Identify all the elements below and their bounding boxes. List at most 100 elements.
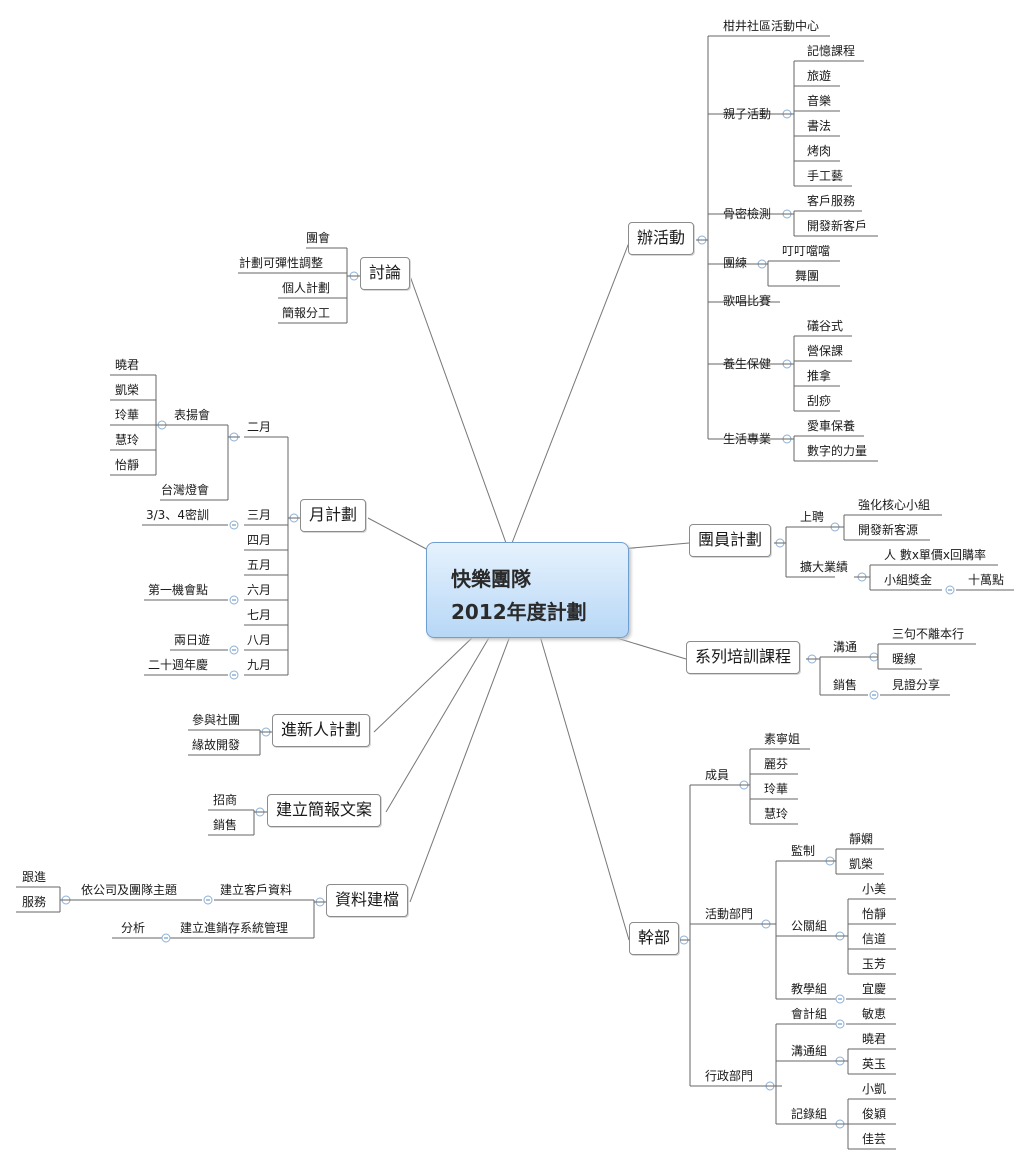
admin-accounting[interactable]: 會計組 [791, 1007, 828, 1021]
expand-bonus[interactable]: 小組獎金 [884, 573, 933, 587]
discussion-item[interactable]: 個人計劃 [282, 281, 331, 295]
cadre-member-item[interactable]: 素寧姐 [764, 732, 801, 746]
admin-records[interactable]: 記錄組 [791, 1107, 828, 1121]
training-communication[interactable]: 溝通 [833, 640, 858, 654]
activity-singing[interactable]: 歌唱比賽 [723, 294, 772, 308]
presentation-item[interactable]: 招商 [213, 793, 238, 807]
award-person[interactable]: 玲華 [115, 408, 140, 422]
award-person[interactable]: 曉君 [115, 358, 140, 372]
topic-cadre[interactable]: 幹部 [629, 922, 680, 955]
discussion-item[interactable]: 團會 [306, 231, 331, 245]
month-jun[interactable]: 六月 [247, 583, 272, 597]
life-item[interactable]: 愛車保養 [807, 419, 856, 433]
cadre-members[interactable]: 成員 [705, 768, 730, 782]
theme-item[interactable]: 服務 [22, 895, 47, 909]
activity-life[interactable]: 生活專業 [723, 432, 772, 446]
activity-group-dance[interactable]: 團練 [723, 256, 748, 270]
communication-item[interactable]: 三句不離本行 [892, 627, 965, 641]
bone-test-item[interactable]: 客戶服務 [807, 194, 856, 208]
month-apr[interactable]: 四月 [247, 533, 272, 547]
sep-item[interactable]: 二十週年慶 [148, 658, 209, 672]
topic-monthly[interactable]: 月計劃 [300, 499, 367, 532]
member-expand[interactable]: 擴大業績 [800, 560, 849, 574]
topic-records[interactable]: 資料建檔 [326, 884, 409, 917]
communication-item[interactable]: 暖線 [892, 652, 917, 666]
sales-item[interactable]: 見證分享 [892, 678, 941, 692]
group-dance-item[interactable]: 舞團 [795, 269, 820, 283]
activity-parent-child[interactable]: 親子活動 [723, 107, 772, 121]
promotion-item[interactable]: 強化核心小組 [858, 498, 931, 512]
theme-item[interactable]: 跟進 [22, 870, 47, 884]
inventory-item[interactable]: 分析 [121, 921, 146, 935]
accounting-item[interactable]: 敏恵 [862, 1007, 887, 1021]
cadre-member-item[interactable]: 玲華 [764, 782, 789, 796]
award-person[interactable]: 凱榮 [115, 383, 140, 397]
supervision-item[interactable]: 靜嫻 [849, 832, 874, 846]
customer-theme[interactable]: 依公司及團隊主題 [81, 883, 178, 897]
mar-item[interactable]: 3/3、4密訓 [146, 508, 209, 522]
bonus-amount[interactable]: 十萬點 [968, 573, 1005, 587]
admin-communication-item[interactable]: 英玉 [862, 1057, 887, 1071]
records-item[interactable]: 佳芸 [862, 1132, 887, 1146]
jun-item[interactable]: 第一機會點 [148, 583, 209, 597]
activity-place[interactable]: 柑井社區活動中心 [723, 19, 820, 33]
topic-newcomer[interactable]: 進新人計劃 [272, 714, 371, 747]
pr-item[interactable]: 怡靜 [862, 907, 887, 921]
activity-teaching[interactable]: 教學組 [791, 982, 828, 996]
award-person[interactable]: 慧玲 [115, 433, 140, 447]
health-item[interactable]: 營保課 [807, 344, 844, 358]
presentation-item[interactable]: 銷售 [213, 818, 238, 832]
month-feb[interactable]: 二月 [247, 420, 272, 434]
records-inventory[interactable]: 建立進銷存系統管理 [180, 921, 289, 935]
life-item[interactable]: 數字的力量 [807, 444, 868, 458]
admin-communication[interactable]: 溝通組 [791, 1044, 828, 1058]
cadre-member-item[interactable]: 麗芬 [764, 757, 789, 771]
newcomer-item[interactable]: 參與社團 [192, 713, 241, 727]
award-person[interactable]: 怡靜 [115, 458, 140, 472]
month-aug[interactable]: 八月 [247, 633, 272, 647]
records-item[interactable]: 小凱 [862, 1082, 887, 1096]
activity-bone-test[interactable]: 骨密檢測 [723, 207, 772, 221]
admin-communication-item[interactable]: 曉君 [862, 1032, 887, 1046]
month-sep[interactable]: 九月 [247, 658, 272, 672]
expand-formula[interactable]: 人 數x單價x回購率 [884, 548, 987, 562]
bone-test-item[interactable]: 開發新客戶 [807, 219, 868, 233]
parent-child-item[interactable]: 手工藝 [807, 169, 844, 183]
parent-child-item[interactable]: 音樂 [807, 94, 832, 108]
activity-supervision[interactable]: 監制 [791, 844, 816, 858]
group-dance-item[interactable]: 叮叮噹噹 [782, 244, 831, 258]
parent-child-item[interactable]: 烤肉 [807, 144, 832, 158]
topic-activities[interactable]: 辦活動 [628, 222, 695, 255]
supervision-item[interactable]: 凱榮 [849, 857, 874, 871]
records-customer[interactable]: 建立客戶資料 [220, 883, 293, 897]
promotion-item[interactable]: 開發新客源 [858, 523, 919, 537]
parent-child-item[interactable]: 旅遊 [807, 69, 832, 83]
teaching-item[interactable]: 宜慶 [862, 982, 887, 996]
aug-item[interactable]: 兩日遊 [174, 633, 211, 647]
training-sales[interactable]: 銷售 [833, 678, 858, 692]
parent-child-item[interactable]: 記憶課程 [807, 44, 856, 58]
discussion-item[interactable]: 計劃可彈性調整 [239, 256, 324, 270]
records-item[interactable]: 俊穎 [862, 1107, 887, 1121]
parent-child-item[interactable]: 書法 [807, 119, 832, 133]
discussion-item[interactable]: 簡報分工 [282, 306, 331, 320]
pr-item[interactable]: 信道 [862, 932, 887, 946]
month-may[interactable]: 五月 [247, 558, 272, 572]
pr-item[interactable]: 小美 [862, 882, 887, 896]
pr-item[interactable]: 玉芳 [862, 957, 887, 971]
topic-presentation[interactable]: 建立簡報文案 [267, 794, 382, 827]
topic-training[interactable]: 系列培訓課程 [686, 641, 801, 674]
member-promotion[interactable]: 上聘 [800, 510, 825, 524]
cadre-activity-dept[interactable]: 活動部門 [705, 907, 754, 921]
health-item[interactable]: 刮痧 [807, 394, 832, 408]
month-mar[interactable]: 三月 [247, 508, 272, 522]
feb-lantern[interactable]: 台灣燈會 [161, 483, 210, 497]
health-item[interactable]: 推拿 [807, 369, 832, 383]
topic-member-plan[interactable]: 團員計劃 [689, 524, 772, 557]
activity-health[interactable]: 養生保健 [723, 357, 772, 371]
month-jul[interactable]: 七月 [247, 608, 272, 622]
cadre-admin-dept[interactable]: 行政部門 [705, 1069, 754, 1083]
health-item[interactable]: 礒谷式 [807, 319, 844, 333]
topic-discussion[interactable]: 討論 [360, 257, 411, 290]
feb-award[interactable]: 表揚會 [174, 408, 211, 422]
